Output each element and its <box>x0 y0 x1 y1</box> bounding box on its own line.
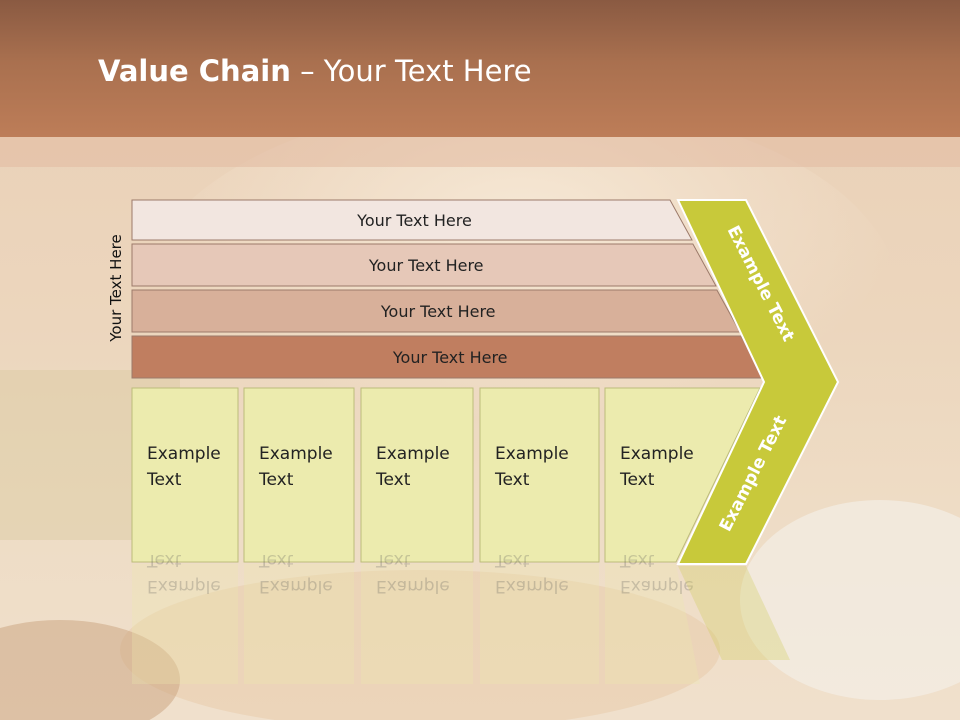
reflection-line1: Example <box>147 576 221 596</box>
column-text-reflection: Example Text <box>146 550 221 596</box>
column-text-reflection: Example Text <box>258 550 333 596</box>
reflection-line2: Text <box>375 550 411 570</box>
column-text-line1: Example <box>495 444 569 464</box>
reflection-line1: Example <box>620 576 694 596</box>
header-bar <box>0 0 960 137</box>
column-box <box>360 387 474 563</box>
reflection-line2: Text <box>619 550 655 570</box>
row-label: Your Text Here <box>392 348 508 367</box>
column-text-line2: Text <box>146 470 182 490</box>
column-text-line2: Text <box>494 470 530 490</box>
row-label: Your Text Here <box>356 211 472 230</box>
column-text-line2: Text <box>619 470 655 490</box>
row-bar <box>131 199 693 241</box>
column-reflection <box>244 564 354 684</box>
reflection-line2: Text <box>258 550 294 570</box>
chevron-reflection <box>678 566 790 660</box>
column-reflection <box>361 564 473 684</box>
column-text-line2: Text <box>375 470 411 490</box>
column-box <box>243 387 355 563</box>
column-text-line2: Text <box>258 470 294 490</box>
column-reflection <box>480 564 599 684</box>
chevron-arrow <box>676 199 840 565</box>
column-text-line1: Example <box>259 444 333 464</box>
page-title: Value Chain – Your Text Here <box>98 54 532 88</box>
reflection-line2: Text <box>494 550 530 570</box>
column-text-line1: Example <box>147 444 221 464</box>
reflection-line1: Example <box>376 576 450 596</box>
column-text-line1: Example <box>376 444 450 464</box>
column-box <box>131 387 239 563</box>
header-band <box>0 137 960 167</box>
row-label: Your Text Here <box>368 256 484 275</box>
row-bar <box>131 243 717 287</box>
title-bold: Value Chain <box>98 54 291 88</box>
reflection-line1: Example <box>495 576 569 596</box>
column-text-reflection: Example Text <box>494 550 569 596</box>
column-box <box>604 387 761 563</box>
column-text-reflection: Example Text <box>375 550 450 596</box>
title-rest: – Your Text Here <box>290 54 532 88</box>
column-box <box>479 387 600 563</box>
row-label: Your Text Here <box>380 302 496 321</box>
reflection-line2: Text <box>146 550 182 570</box>
column-text-reflection: Example Text <box>619 550 694 596</box>
reflection-line1: Example <box>259 576 333 596</box>
column-text-line1: Example <box>620 444 694 464</box>
column-reflection <box>132 564 238 684</box>
column-reflection <box>605 564 700 684</box>
